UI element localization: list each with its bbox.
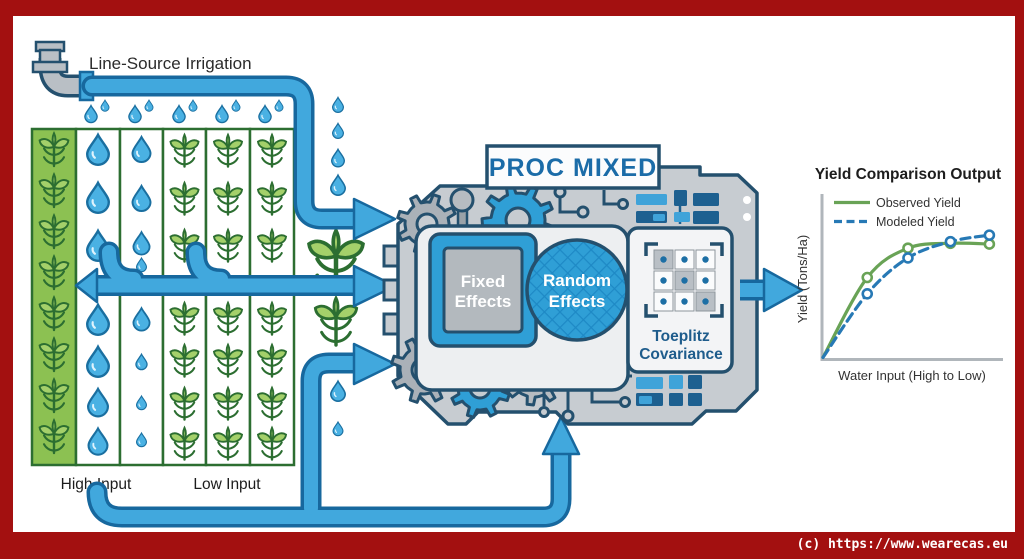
chart-title: Yield Comparison Output xyxy=(815,166,1001,183)
x-axis-label: Water Input (High to Low) xyxy=(838,368,986,383)
observed-yield-legend: Observed Yield xyxy=(876,196,961,210)
y-axis-label: Yield (Tons/Ha) xyxy=(795,235,810,323)
toeplitz-label-line2: Covariance xyxy=(639,346,723,363)
toeplitz-matrix-icon xyxy=(653,249,716,312)
low-input-label: Low Input xyxy=(193,476,261,493)
toeplitz-label-line1: Toeplitz xyxy=(652,328,710,345)
chip-modules-top xyxy=(636,190,751,224)
line-source-irrigation-label: Line-Source Irrigation xyxy=(89,54,252,73)
proc-mixed-machine: Toeplitz Covariance Fixed Effects Random… xyxy=(382,144,759,426)
flow-arrows xyxy=(74,197,581,456)
pin-head-icon xyxy=(449,187,475,213)
chip-modules-bottom xyxy=(636,375,702,406)
random-effects-label-line2: Effects xyxy=(549,292,606,311)
output-arrow xyxy=(740,267,804,313)
proc-mixed-title-box xyxy=(485,144,661,190)
copyright-url: (c) https://www.wearecas.eu xyxy=(796,537,1008,552)
yield-chart: Yield Comparison Output Observed Yield M… xyxy=(795,166,1003,383)
chart-series xyxy=(821,229,996,359)
random-effects-label-line1: Random xyxy=(543,271,611,290)
chart-axes xyxy=(820,194,1003,361)
fixed-effects-label-line1: Fixed xyxy=(461,272,505,291)
faucet-icon xyxy=(31,40,95,102)
modeled-yield-legend: Modeled Yield xyxy=(876,215,955,229)
fixed-effects-chip xyxy=(442,246,524,334)
proc-mixed-title: PROC MIXED xyxy=(489,154,657,182)
viewfinder-brackets-icon xyxy=(644,242,724,318)
fixed-effects-label-line2: Effects xyxy=(455,292,512,311)
